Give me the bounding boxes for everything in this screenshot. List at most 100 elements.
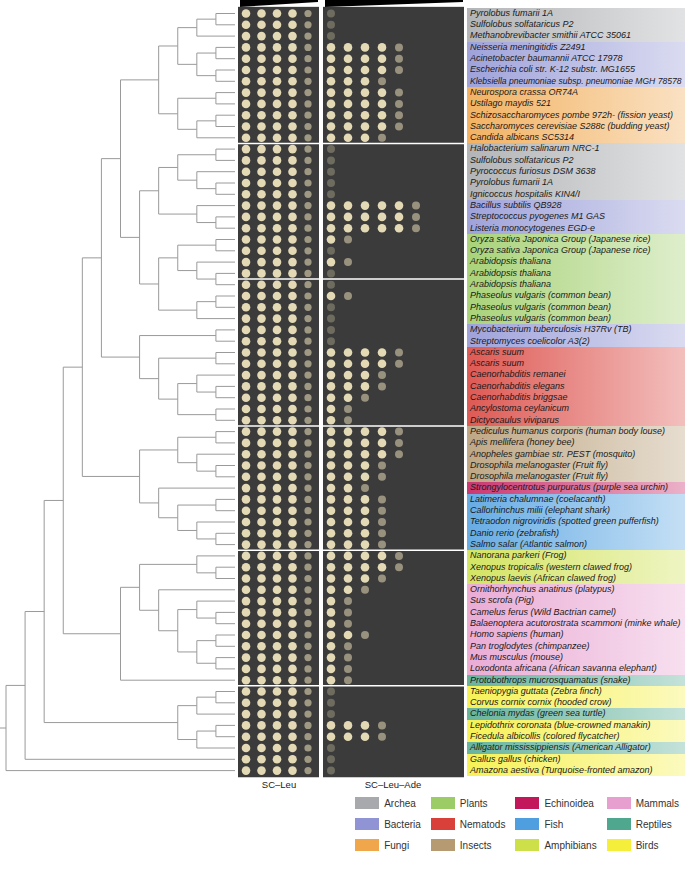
taxon-band: Neurospora crassa OR74AUstilago maydis 5…: [467, 87, 685, 144]
yeast-spot: [304, 55, 311, 62]
species-name: Caenorhabditis elegans: [467, 381, 565, 392]
yeast-spot: [361, 394, 369, 402]
yeast-spot: [378, 66, 387, 75]
yeast-spot: [257, 653, 266, 662]
tree-branch: [197, 471, 216, 472]
species-name: Bacillus subtilis QB928: [467, 200, 562, 211]
yeast-spot: [273, 360, 282, 369]
yeast-spot: [344, 450, 353, 459]
tree-branch: [121, 79, 159, 80]
yeast-spot: [273, 439, 282, 448]
tree-branch: [197, 301, 216, 302]
yeast-spot: [304, 756, 311, 763]
yeast-spot: [304, 78, 311, 85]
yeast-spot: [304, 496, 311, 503]
species-name: Pyrolobus fumarii 1A: [467, 177, 553, 188]
yeast-spot: [242, 473, 251, 482]
yeast-spot: [288, 631, 297, 640]
yeast-spot: [304, 733, 311, 740]
yeast-spot: [361, 213, 370, 222]
yeast-spot: [273, 461, 282, 470]
yeast-spot: [327, 292, 336, 301]
yeast-spot: [273, 258, 282, 267]
species-name: Arabidopsis thaliana: [467, 279, 551, 290]
yeast-spot: [242, 66, 251, 75]
yeast-spot: [288, 574, 297, 583]
legend-item: Nematods: [431, 818, 506, 830]
yeast-spot: [288, 179, 297, 188]
plate-divider: [238, 143, 464, 145]
legend-item: Insects: [431, 839, 492, 851]
yeast-spot: [288, 699, 297, 708]
yeast-spot: [288, 54, 297, 63]
yeast-spot: [378, 473, 386, 481]
yeast-spot: [361, 111, 370, 120]
plate-divider: [319, 7, 322, 777]
legend-text: Amphibians: [544, 840, 596, 851]
yeast-spot: [361, 427, 370, 436]
yeast-spot: [395, 213, 404, 222]
species-name: Mycobacterium tuberculosis H37Rv (TB): [467, 324, 632, 335]
yeast-spot: [242, 529, 251, 538]
yeast-spot: [361, 360, 370, 369]
yeast-spot: [242, 552, 251, 561]
yeast-spot: [327, 235, 336, 244]
yeast-spot: [242, 631, 251, 640]
yeast-spot: [288, 427, 297, 436]
yeast-spot: [304, 259, 311, 266]
yeast-spot: [273, 100, 282, 109]
tree-branch: [197, 120, 216, 121]
taxon-band: Neisseria meningitidis Z2491Acinetobacte…: [467, 42, 685, 87]
yeast-spot: [288, 461, 297, 470]
yeast-spot: [257, 190, 266, 199]
yeast-spot: [395, 66, 403, 74]
tree-branch: [140, 449, 178, 450]
species-name: Ornithorhynchus anatinus (platypus): [467, 584, 615, 595]
yeast-spot: [257, 393, 266, 402]
yeast-spot: [273, 43, 282, 52]
tree-branch: [159, 630, 178, 631]
yeast-spot: [344, 439, 353, 448]
species-name: Ascaris suum: [467, 347, 524, 358]
tree-branch: [178, 609, 197, 610]
yeast-spot: [257, 540, 266, 549]
yeast-spot: [361, 66, 370, 75]
yeast-spot: [288, 235, 297, 244]
yeast-spot: [257, 66, 266, 75]
yeast-spot: [395, 563, 403, 571]
plate-divider: [238, 550, 464, 552]
yeast-spot: [327, 574, 336, 583]
yeast-spot: [288, 710, 297, 719]
species-name: Homo sapiens (human): [467, 629, 564, 640]
tree-branch: [140, 502, 159, 503]
taxon-band: Latimeria chalumnae (coelacanth)Callorhi…: [467, 494, 685, 551]
yeast-spot: [344, 405, 352, 413]
legend-text: Nematods: [460, 819, 506, 830]
species-name: Pyrococcus furiosus DSM 3638: [467, 166, 596, 177]
yeast-spot: [344, 732, 353, 741]
yeast-spot: [242, 574, 251, 583]
yeast-spot: [273, 326, 282, 335]
taxon-band: Bacillus subtilis QB928Streptococcus pyo…: [467, 200, 685, 234]
yeast-spot: [273, 111, 282, 120]
yeast-spot: [304, 383, 311, 390]
yeast-spot: [257, 54, 266, 63]
yeast-spot: [378, 54, 387, 63]
yeast-spot: [273, 619, 282, 628]
medium-label: SC–Leu: [262, 779, 296, 790]
yeast-spot: [257, 687, 266, 696]
taxon-band: Alligator mississippiensis (American All…: [467, 742, 685, 753]
tree-branch: [216, 725, 235, 726]
yeast-spot: [257, 405, 266, 414]
yeast-spot: [288, 721, 297, 730]
tree-branch: [44, 722, 178, 723]
dilution-wedge: [240, 0, 318, 7]
yeast-spot: [361, 540, 370, 549]
tree-branch: [216, 216, 235, 217]
yeast-spot: [257, 699, 266, 708]
yeast-spot: [288, 269, 297, 278]
tree-branch: [178, 27, 197, 28]
yeast-spot: [257, 43, 266, 52]
yeast-spot: [344, 518, 353, 527]
species-name: Ustilago maydis 521: [467, 98, 551, 109]
